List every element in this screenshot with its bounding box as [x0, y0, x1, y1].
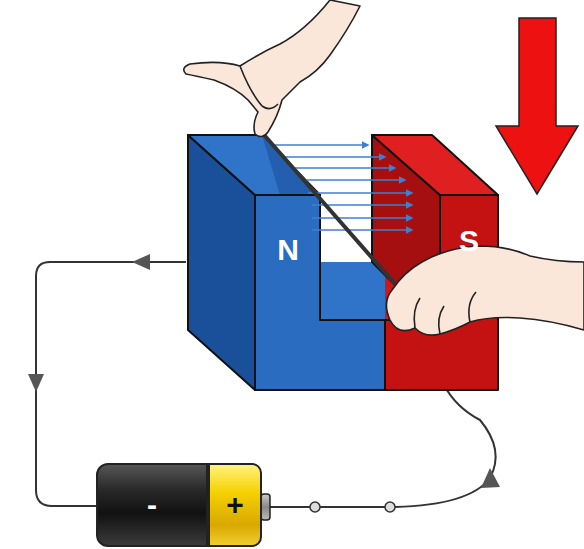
- current-arrow: [132, 254, 150, 270]
- hand: [184, 0, 360, 137]
- hand: [386, 246, 584, 335]
- south-pole: S: [441, 214, 497, 268]
- field-line: [272, 145, 412, 230]
- pole-label: -: [147, 490, 157, 520]
- pole-label: +: [226, 490, 244, 520]
- terminal: [385, 502, 395, 512]
- north-pole: N: [258, 222, 318, 278]
- terminal: [310, 502, 320, 512]
- conductor-wire: [258, 128, 402, 292]
- battery-terminal: [261, 494, 270, 520]
- current-arrow: [28, 374, 44, 392]
- pole-label: N: [277, 235, 299, 265]
- motion-arrow: [496, 18, 578, 194]
- current-arrow: [481, 468, 500, 488]
- pole-label: S: [459, 226, 479, 256]
- battery-positive: +: [208, 463, 262, 547]
- battery-negative: -: [96, 463, 208, 547]
